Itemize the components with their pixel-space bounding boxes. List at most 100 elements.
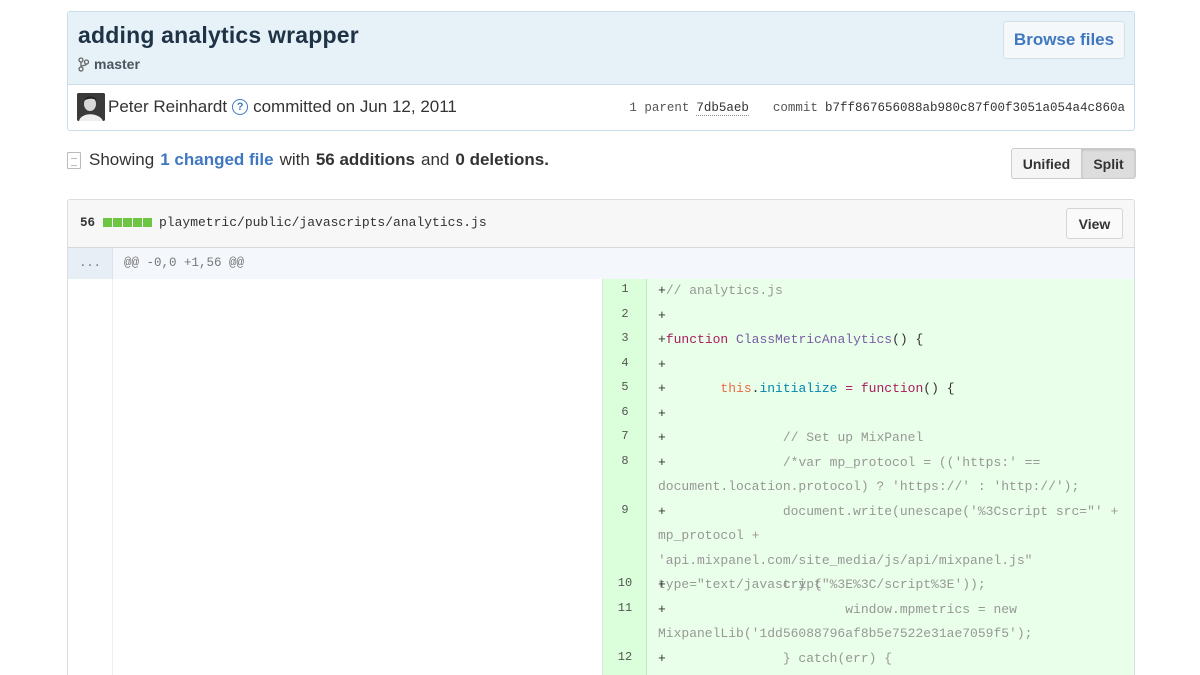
line-code: + this.initialize = function() { [658,377,1120,402]
commit-meta: Peter Reinhardt ? committed on Jun 12, 2… [68,85,1134,130]
committed-date: committed on Jun 12, 2011 [253,97,457,116]
code-comment: window.mpmetrics = new MixpanelLib('1dd5… [658,601,1033,642]
diff-line: 12 + } catch(err) { [603,647,1134,672]
line-code: + [658,353,1120,378]
hunk-header-row: ... @@ -0,0 +1,56 @@ [68,248,1134,279]
diffstat-block [123,218,132,227]
split-view-button[interactable]: Split [1082,148,1136,179]
plus-sign: + [658,577,666,592]
code-indent [666,430,783,445]
changes-count: 56 [80,216,96,230]
sha-block: 1 parent 7db5aeb commit b7ff867656088ab980… [629,101,1125,116]
plus-sign: + [658,381,666,396]
line-number[interactable]: 11 [617,600,633,615]
commit-title: adding analytics wrapper [78,22,359,48]
code-keyword: function [860,381,924,396]
line-code: +// analytics.js [658,279,1120,304]
diff-line: 9 + document.write(unescape('%3Cscript s… [603,500,1134,593]
commit-info: commit b7ff867656088ab980c87f00f3051a054a… [773,101,1125,115]
summary-showing: Showing [89,150,155,169]
branch-icon [78,56,89,72]
plus-sign: + [658,650,666,666]
diff-summary: Showing 1 changed file with 56 additions… [67,150,549,170]
diff-line: 2 + [603,304,1134,329]
diff-line: 5 + this.initialize = function() { [603,377,1134,402]
hunk-expander[interactable]: ... [68,248,113,279]
summary-with: with [279,150,310,169]
code-operator: = [837,381,861,396]
right-side-additions: 1 +// analytics.js 2 + 3 +function Class… [602,279,1134,675]
view-file-button[interactable]: View [1066,208,1123,239]
line-number[interactable]: 10 [617,576,633,590]
diffstat-bar [103,218,152,227]
plus-sign: + [658,454,666,470]
plus-sign: + [658,503,666,519]
diffstat-block [143,218,152,227]
question-icon[interactable]: ? [232,99,249,115]
author-name[interactable]: Peter Reinhardt [108,97,228,116]
diffstat-block [103,218,112,227]
code-comment: // analytics.js [665,283,783,298]
plus-sign: + [658,601,666,617]
commit-sha: b7ff867656088ab980c87f00f3051a054a4c860a [824,101,1125,115]
deletions-text: 0 deletions [455,150,545,169]
code-text: () { [892,332,924,347]
code-comment: // Set up MixPanel [782,430,924,445]
code-comment: document.write(unescape('%3Cscript src="… [658,503,1127,593]
file-diff-icon [67,151,81,169]
file-header: 56 playmetric/public/javascripts/analyti… [68,200,1134,248]
parent-sha-link[interactable]: 7db5aeb [696,101,749,116]
avatar[interactable] [77,93,105,121]
commit-label: commit [772,101,818,115]
diff-line: 1 +// analytics.js [603,279,1134,304]
code-text: () { [923,381,955,396]
line-code: + document.write(unescape('%3Cscript src… [658,500,1120,598]
line-code: + } catch(err) { [658,647,1120,672]
file-diff: 56 playmetric/public/javascripts/analyti… [67,199,1135,675]
line-number[interactable]: 5 [621,380,629,394]
line-number[interactable]: 4 [621,355,629,370]
code-indent [666,381,721,396]
code-comment: /*var mp_protocol = (('https:' == docume… [658,454,1080,495]
line-number[interactable]: 12 [617,649,633,664]
branch-name[interactable]: master [94,56,140,72]
line-number[interactable]: 6 [621,404,629,419]
diffstat-block [113,218,122,227]
line-code: + try { [658,573,1120,598]
branch-indicator: master [78,56,140,72]
unified-view-button[interactable]: Unified [1011,148,1082,179]
changed-files-link[interactable]: 1 changed file [160,150,274,169]
summary-and: and [421,150,450,169]
line-number[interactable]: 3 [621,331,629,345]
code-indent [666,455,783,470]
author-line: Peter Reinhardt ? committed on Jun 12, 2… [108,97,457,117]
plus-sign: + [658,283,666,298]
line-number[interactable]: 7 [621,429,629,443]
line-number[interactable]: 2 [621,306,629,321]
right-line-numbers [603,279,647,675]
diff-line: 10 + try { [603,573,1134,598]
deletions-count: 0 deletions. [455,150,549,170]
code-this: this [720,381,752,396]
diff-line: 6 + [603,402,1134,427]
plus-sign: + [658,307,666,323]
line-code: + [658,402,1120,427]
diff-line: 8 + /*var mp_protocol = (('https:' == do… [603,451,1134,500]
code-keyword: function [665,332,729,347]
diff-line: 4 + [603,353,1134,378]
commit-header: adding analytics wrapper master Browse f… [67,11,1135,131]
line-number[interactable]: 9 [621,502,629,517]
diffstat-block [133,218,142,227]
diff-view-toggle: Unified Split [1011,148,1136,179]
line-number[interactable]: 1 [621,282,629,296]
line-code: + /*var mp_protocol = (('https:' == docu… [658,451,1120,500]
plus-sign: + [658,356,666,372]
code-function-name: ClassMetricAnalytics [736,332,893,347]
line-code: + // Set up MixPanel [658,426,1120,451]
parent-label: 1 parent [629,101,690,115]
file-path: playmetric/public/javascripts/analytics.… [159,215,487,230]
code-property: initialize [759,381,838,396]
line-number[interactable]: 8 [621,453,629,468]
line-code: + [658,304,1120,329]
browse-files-button[interactable]: Browse files [1003,21,1125,59]
